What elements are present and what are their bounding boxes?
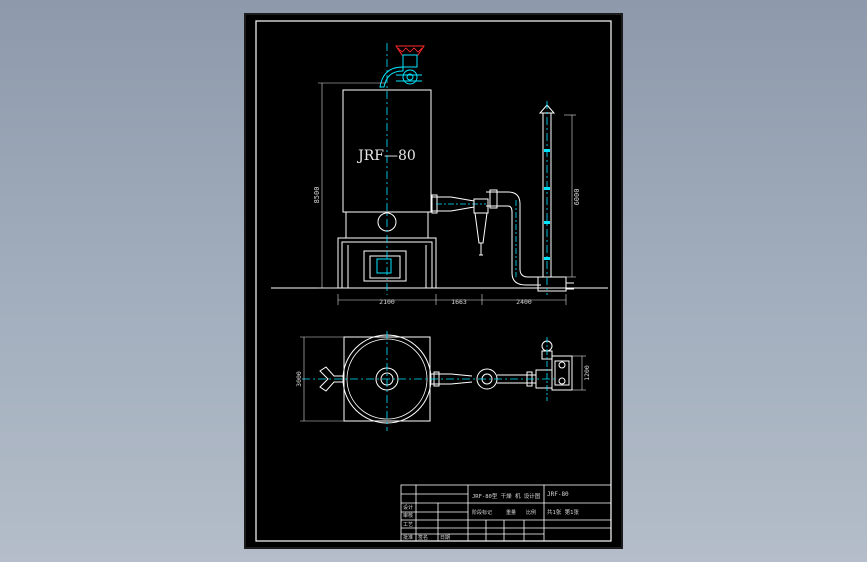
exhaust-stack <box>537 104 574 292</box>
dim-plan-depth: 3000 <box>295 371 303 387</box>
header-weight: 重量 <box>506 509 516 516</box>
drawing-sheet: JRF—80 <box>244 13 623 549</box>
dim-duct-length: 1663 <box>451 298 467 306</box>
drawing-number: JRF-80 <box>547 491 569 498</box>
row-label-review: 审核 <box>403 512 413 519</box>
dim-tower-height: 8500 <box>313 187 321 204</box>
sheet-info: 共1张 第1张 <box>547 508 579 516</box>
dim-fan-length: 2400 <box>516 298 532 306</box>
dim-fan-width: 1200 <box>583 365 591 381</box>
feeder-elbow <box>379 54 422 88</box>
stack-flanges <box>544 149 550 260</box>
row-label-approve: 批准 <box>403 534 413 541</box>
plan-y-inlet <box>319 366 343 392</box>
elevation-view: JRF—80 <box>271 43 608 306</box>
dim-stack-height: 6000 <box>573 189 581 206</box>
sign-name: 签名 <box>418 534 428 541</box>
drawing-title: JRF-80型 干燥 机 设计图 <box>472 492 541 500</box>
drawing-frame <box>255 20 612 542</box>
cyclone-separator <box>473 198 489 256</box>
title-block: JRF-80型 干燥 机 设计图 JRF-80 共1张 第1张 设计 审核 工艺… <box>400 484 612 542</box>
cad-drawing: JRF—80 <box>255 20 612 542</box>
plan-fan <box>535 340 573 391</box>
header-stage: 阶段标记 <box>472 509 492 516</box>
fan-pipe <box>486 189 541 286</box>
feed-hopper <box>395 45 425 56</box>
row-label-design: 设计 <box>403 504 413 511</box>
header-scale: 比例 <box>526 509 536 516</box>
model-label: JRF—80 <box>356 148 416 164</box>
row-label-process: 工艺 <box>403 522 413 528</box>
plan-dimension-lines <box>300 336 586 422</box>
dimension-lines <box>318 82 576 305</box>
dim-base-width: 2100 <box>379 298 395 306</box>
sign-date: 日期 <box>440 535 450 541</box>
plan-view: 3000 1200 <box>295 331 591 431</box>
feed-door <box>376 258 392 274</box>
